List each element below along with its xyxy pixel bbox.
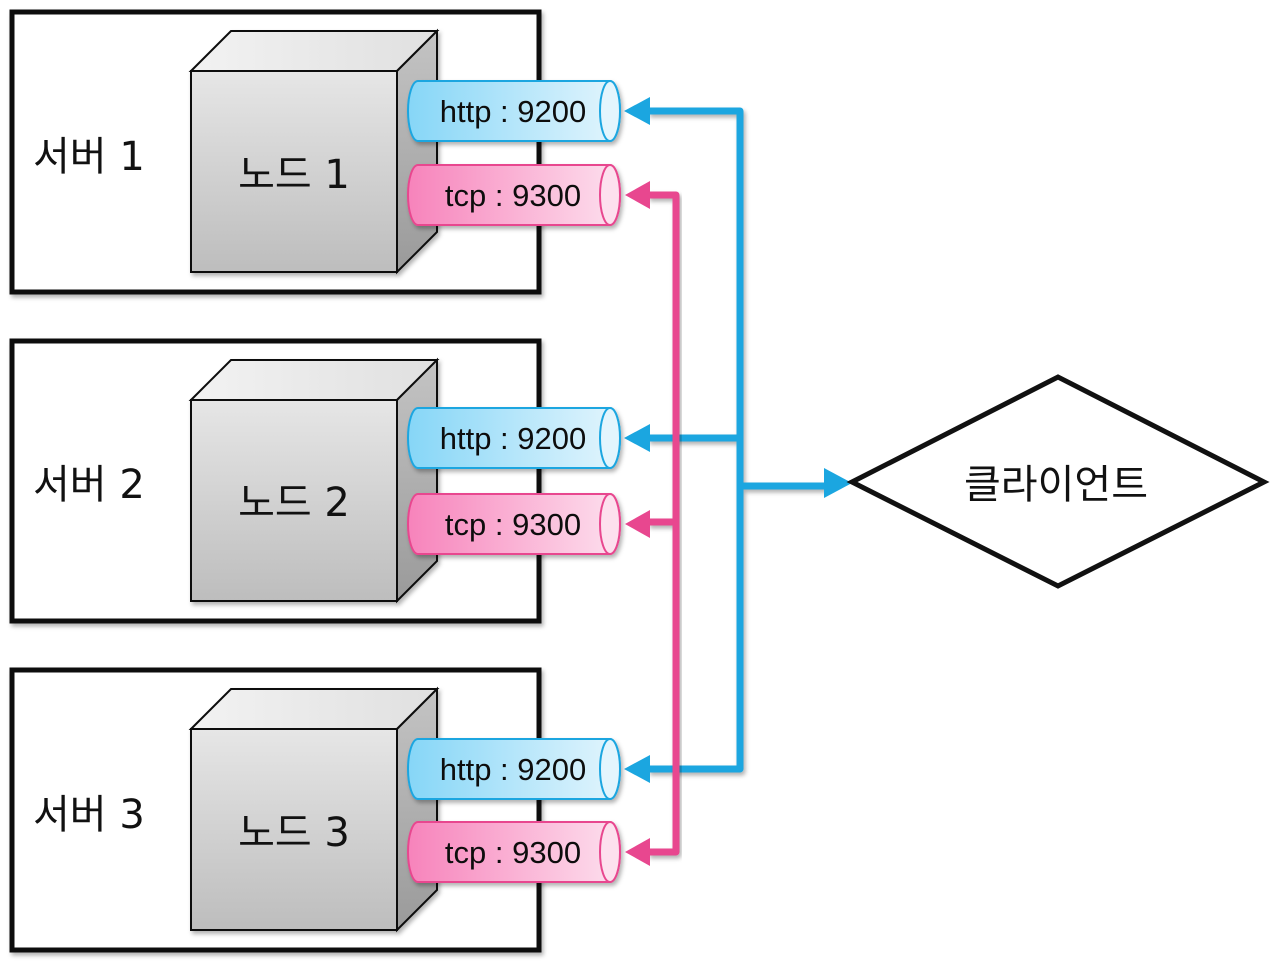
http-arrow-server-1: [624, 97, 650, 125]
node-1-label: 노드 1: [238, 152, 350, 198]
tcp-connectors: [648, 191, 680, 856]
port-cylinder-end: [599, 821, 621, 883]
node-2-cube-top: [188, 359, 440, 401]
http-arrow-server-3: [624, 755, 650, 783]
port-cylinder-end: [599, 407, 621, 469]
tcp-arrow-server-1: [625, 181, 650, 209]
node-2-label: 노드 2: [238, 480, 350, 526]
node-3-cube-side: [396, 686, 438, 933]
port-cylinder-end: [599, 493, 621, 555]
client: 클라이언트: [846, 374, 1270, 589]
http-arrowheads: [624, 97, 852, 783]
node-1-cube-front: [190, 70, 398, 273]
server-1-tcp-label: tcp : 9300: [445, 178, 581, 213]
http-arrow-client: [824, 468, 852, 498]
server-3-tcp-port: tcp : 9300: [407, 821, 621, 883]
http-connectors: [648, 107, 826, 773]
client-label: 클라이언트: [964, 462, 1148, 508]
server-3-http-port: http : 9200: [407, 738, 621, 800]
tcp-arrow-server-3: [625, 838, 650, 866]
server-1-tcp-port: tcp : 9300: [407, 164, 621, 226]
server-1-http-label: http : 9200: [440, 94, 587, 129]
node-3-cube-top: [188, 688, 440, 730]
node-3-cube-front: [190, 728, 398, 931]
node-3-label: 노드 3: [238, 810, 350, 856]
server-3-http-label: http : 9200: [440, 752, 587, 787]
node-2-cube-front: [190, 399, 398, 602]
port-cylinder-end: [599, 738, 621, 800]
tcp-arrowheads: [625, 181, 650, 866]
node-1-cube-top: [188, 30, 440, 72]
server-2-tcp-label: tcp : 9300: [445, 507, 581, 542]
node-2-cube: [188, 357, 440, 604]
client-diamond: [846, 374, 1270, 589]
server-2-tcp-port: tcp : 9300: [407, 493, 621, 555]
node-1-cube-side: [396, 28, 438, 275]
server-2-http-port: http : 9200: [407, 407, 621, 469]
server-3-tcp-label: tcp : 9300: [445, 835, 581, 870]
server-2-label: 서버 2: [33, 462, 145, 508]
port-cylinder-end: [599, 80, 621, 142]
node-2-cube-side: [396, 357, 438, 604]
http-arrow-server-2: [624, 424, 650, 452]
server-2-http-label: http : 9200: [440, 421, 587, 456]
port-cylinder-end: [599, 164, 621, 226]
tcp-arrow-server-2: [625, 510, 650, 538]
server-3-label: 서버 3: [33, 792, 145, 838]
server-1-label: 서버 1: [33, 134, 145, 180]
server-1-http-port: http : 9200: [407, 80, 621, 142]
